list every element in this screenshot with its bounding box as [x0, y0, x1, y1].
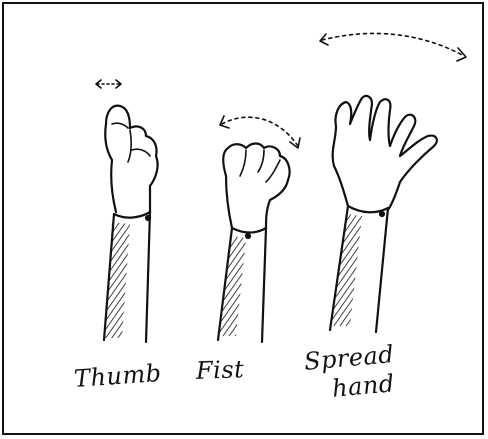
- fist-gesture: [218, 116, 300, 342]
- spread-hand-label-line2: hand: [331, 369, 396, 402]
- thumb-hand-outline: [105, 106, 157, 212]
- spread-hand-gesture: [320, 33, 466, 332]
- spread-hand-outline: [333, 96, 437, 210]
- spread-motion-arrow: [320, 33, 466, 61]
- thumb-motion-arrow: [96, 80, 121, 88]
- thumb-gesture: [96, 80, 158, 342]
- fist-outline: [223, 144, 289, 229]
- fist-label: Fist: [196, 355, 245, 385]
